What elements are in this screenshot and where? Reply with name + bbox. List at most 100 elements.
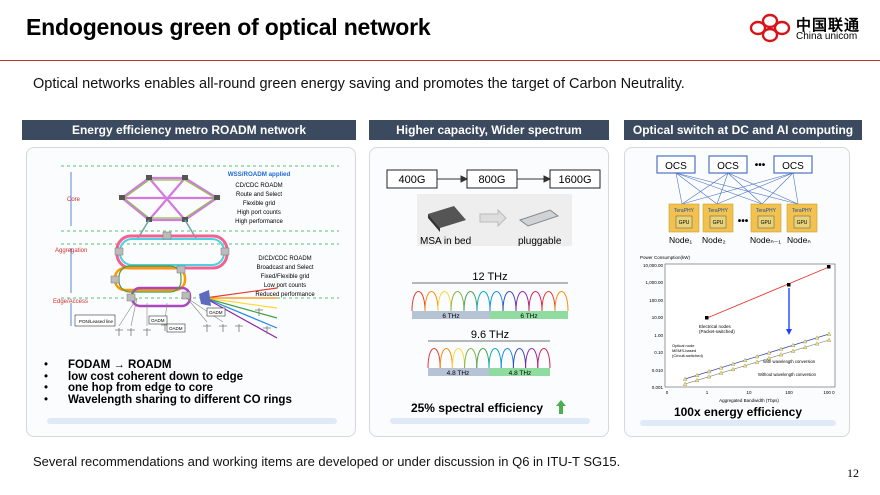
optical-marker xyxy=(706,374,712,379)
module-label-msa: MSA in bed xyxy=(420,236,471,247)
spectrum-channel xyxy=(515,291,530,312)
panel-heading-roadm: Energy efficiency metro ROADM network xyxy=(22,120,356,140)
title-divider xyxy=(0,60,880,61)
oadm-label-1: OADM xyxy=(151,318,165,323)
dcdc-line: Reduced performance xyxy=(255,292,315,298)
logo-chinese-text: 中国联通 xyxy=(796,17,861,34)
optical-annotation: (Circuit-switched) xyxy=(672,353,704,358)
optical-marker xyxy=(694,372,700,377)
y-tick: 1.00 xyxy=(654,333,663,338)
electrical-annotation: (Packet-switched) xyxy=(699,329,735,334)
spectrum-channel xyxy=(411,291,426,312)
band-label: 4.8 THz xyxy=(509,370,532,377)
rate-800g: 800G xyxy=(479,174,506,186)
gpu-label: GPU xyxy=(797,220,808,226)
plot-area xyxy=(664,263,836,388)
x-tick: 100 0 xyxy=(823,390,835,395)
teraphy-label: TeraPHY xyxy=(674,208,695,214)
spectrum-channels-c-band xyxy=(411,291,569,312)
up-arrow-icon xyxy=(556,400,566,414)
caption-energy-efficiency: 100x energy efficiency xyxy=(674,405,802,419)
optical-marker xyxy=(742,363,748,368)
plot-xlabel: Aggregated Bandwidth (Tbps) xyxy=(719,398,779,403)
node-label: Node₁ xyxy=(669,235,692,245)
dcdc-line: Fixed/Flexible grid xyxy=(261,274,310,280)
spectrum-channel xyxy=(463,291,478,312)
capacity-diagram: 400G 800G 1600G MSA in bed pluggable 12 … xyxy=(386,169,601,424)
optical-marker xyxy=(730,367,736,371)
y-tick: 0.10 xyxy=(654,350,663,355)
node-label: Node₂ xyxy=(702,235,726,245)
spectrum-channel xyxy=(537,348,551,369)
caption-spectral-efficiency: 25% spectral efficiency xyxy=(411,401,543,415)
wss-line: Flexible grid xyxy=(243,201,275,207)
down-arrow-icon xyxy=(786,329,792,335)
layer-label-aggregation: Aggregation xyxy=(55,248,87,254)
slide-subtitle: Optical networks enables all-round green… xyxy=(33,76,685,92)
optical-markers xyxy=(682,331,832,386)
optical-marker xyxy=(694,378,700,382)
y-tick: 0.001 xyxy=(652,385,664,390)
band-bar-4 xyxy=(489,368,550,376)
rate-400g: 400G xyxy=(399,174,426,186)
x-tick: 100 xyxy=(785,390,793,395)
panel-heading-capacity: Higher capacity, Wider spectrum xyxy=(369,120,609,140)
teraphy-label: TeraPHY xyxy=(708,208,729,214)
teraphy-label: TeraPHY xyxy=(792,208,813,214)
ocs-label: OCS xyxy=(665,161,687,172)
gpu-chip xyxy=(757,215,775,229)
spectrum-channel xyxy=(476,291,491,312)
spectrum-channel xyxy=(528,291,543,312)
slide-title: Endogenous green of optical network xyxy=(26,14,431,40)
spectrum-channel xyxy=(554,291,569,312)
spectrum-channel xyxy=(424,291,439,312)
optical-marker xyxy=(778,352,784,357)
band-bar-2 xyxy=(490,311,568,319)
optical-annotation: MEMS-based xyxy=(672,348,696,353)
teraphy-label: TeraPHY xyxy=(756,208,777,214)
bullet-item: low cost coherent down to edge xyxy=(44,371,292,384)
optical-marker xyxy=(730,361,736,366)
optical-marker xyxy=(826,331,832,336)
spectrum-channel xyxy=(437,291,452,312)
electrical-annotation: Electrical nodes xyxy=(699,324,732,329)
y-tick: 10.00 xyxy=(652,315,664,320)
optical-marker xyxy=(742,357,748,362)
unicom-knot-icon xyxy=(749,13,791,43)
band-bar-3 xyxy=(428,368,489,376)
china-unicom-logo: 中国联通 China unicom xyxy=(748,12,868,46)
band-label: 4.8 THz xyxy=(447,370,470,377)
spectrum-channel xyxy=(525,348,539,369)
optical-switch-diagram: OCS OCS OCS ••• TeraPHYGPUTeraPHYGPUTera… xyxy=(640,155,836,426)
optical-marker xyxy=(778,346,784,351)
wss-line: Route and Select xyxy=(236,192,282,198)
gpu-chip xyxy=(793,215,811,229)
gpu-label: GPU xyxy=(761,220,772,226)
band-label: 6 THz xyxy=(520,313,537,320)
optical-annotation: Optical node xyxy=(672,343,695,348)
slide-footer: Several recommendations and working item… xyxy=(33,454,621,469)
optical-marker xyxy=(682,381,688,386)
gpu-label: GPU xyxy=(679,220,690,226)
panel-capacity: 400G 800G 1600G MSA in bed pluggable 12 … xyxy=(369,147,609,437)
oadm-label-2: OADM xyxy=(209,310,223,315)
electrical-line xyxy=(706,266,830,319)
optical-marker xyxy=(790,348,796,353)
optical-marker xyxy=(718,365,724,370)
optical-marker xyxy=(802,345,808,349)
y-tick: 10,000.00 xyxy=(643,263,664,268)
without-wc-annotation: Without wavelength conversion xyxy=(758,372,817,377)
with-wc-annotation: With wavelength conversion xyxy=(763,359,816,364)
gpu-chip xyxy=(709,215,727,229)
bullet-item: FODAM → ROADM xyxy=(44,359,292,372)
wss-line: High performance xyxy=(235,219,283,225)
optical-marker xyxy=(706,369,712,374)
optical-marker xyxy=(754,354,760,359)
spectrum-channel xyxy=(500,348,514,369)
arrow-right-icon xyxy=(479,208,507,228)
layer-label-core: Core xyxy=(67,197,81,203)
spectrum-channel xyxy=(464,348,478,369)
band-label: 6 THz xyxy=(442,313,459,320)
y-tick: 1,000.00 xyxy=(645,280,663,285)
